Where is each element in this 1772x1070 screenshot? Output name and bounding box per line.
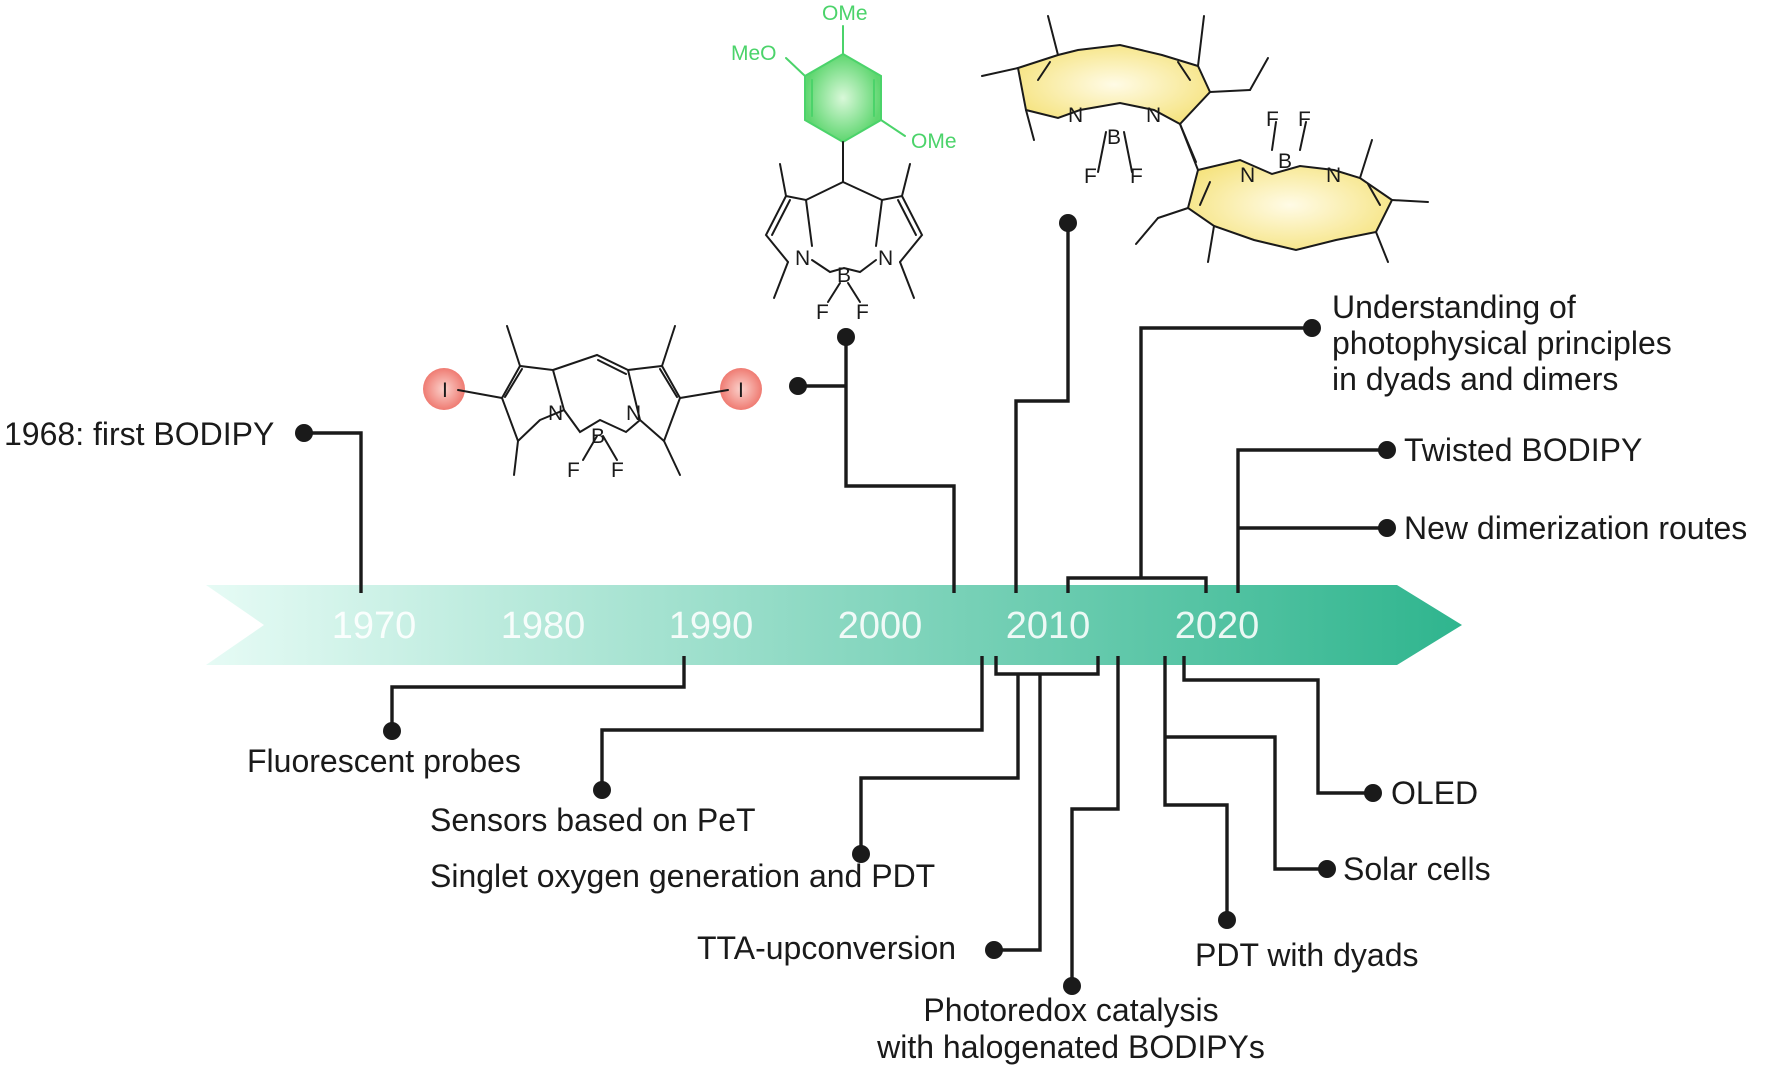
dot-pdt-dyads — [1218, 911, 1236, 929]
atom-f-right: F — [611, 459, 624, 482]
atom-f-dimer-2: F — [1130, 165, 1143, 188]
connector-first-bodipy — [304, 431, 363, 593]
molecule-bodipy-dimer: N N B F F N N B F F — [981, 15, 1429, 263]
year-label-1970: 1970 — [332, 605, 417, 647]
atom-b-aryl: B — [837, 264, 851, 287]
label-understanding-line2: photophysical principles — [1332, 325, 1672, 361]
dot-tta — [985, 941, 1003, 959]
aryl-ring — [804, 52, 882, 144]
dot-singlet-oxygen — [852, 845, 870, 863]
connector-photoredox — [1070, 656, 1120, 986]
connector-understanding — [1066, 576, 1208, 593]
dot-aryl-bodipy — [837, 328, 855, 346]
label-new-dimerization: New dimerization routes — [1404, 510, 1747, 546]
label-fluorescent-probes: Fluorescent probes — [247, 743, 521, 779]
atom-f-left: F — [567, 459, 580, 482]
year-label-2010: 2010 — [1006, 605, 1091, 647]
atom-f-right-aryl: F — [856, 301, 869, 324]
dimer-upper-core — [1016, 43, 1212, 126]
connector-solar-cells — [1165, 735, 1327, 871]
connector-singlet-oxygen — [859, 674, 1020, 854]
year-label-1990: 1990 — [669, 605, 754, 647]
dot-oled — [1364, 784, 1382, 802]
label-understanding-line1: Understanding of — [1332, 289, 1576, 325]
dot-solar-cells — [1318, 860, 1336, 878]
dot-first-bodipy — [295, 424, 313, 442]
atom-n-dimer-1: N — [1068, 104, 1083, 127]
label-photoredox-line2: with halogenated BODIPYs — [876, 1029, 1265, 1065]
timeline-arrow: 1970 1980 1990 2000 2010 2020 — [206, 585, 1462, 665]
atom-b-dimer-1: B — [1107, 126, 1121, 149]
atom-f-dimer-4: F — [1298, 108, 1311, 131]
timeline-arrow-body — [206, 585, 1462, 665]
label-oled: OLED — [1391, 775, 1478, 811]
atom-n-right-aryl: N — [878, 247, 893, 270]
dot-photoredox — [1063, 977, 1081, 995]
dot-sensors-pet — [593, 781, 611, 799]
label-photoredox-line1: Photoredox catalysis — [923, 992, 1218, 1028]
atom-iodine-left: I — [442, 379, 448, 402]
connector-sensors-pet — [600, 656, 984, 790]
connector-fluorescent-probes — [390, 656, 686, 731]
atom-n-dimer-4: N — [1326, 164, 1341, 187]
connector-pdt-dyads — [1163, 656, 1229, 920]
label-tta-upconversion: TTA-upconversion — [697, 930, 956, 966]
endpoint-dots — [295, 214, 1396, 995]
connector-lines — [304, 223, 1387, 986]
year-label-2020: 2020 — [1175, 605, 1260, 647]
label-sensors-pet: Sensors based on PeT — [430, 802, 756, 838]
atom-n-left: N — [548, 402, 563, 425]
atom-meo-left: MeO — [731, 42, 777, 65]
label-twisted-bodipy: Twisted BODIPY — [1404, 432, 1642, 468]
year-label-1980: 1980 — [501, 605, 586, 647]
connector-understanding-stem — [1139, 326, 1312, 578]
atom-f-dimer-1: F — [1084, 165, 1097, 188]
label-singlet-oxygen: Singlet oxygen generation and PDT — [430, 858, 935, 894]
atom-ome-top: OMe — [822, 2, 868, 25]
dot-iodo-bodipy — [789, 377, 807, 395]
connector-aryl-bodipy — [844, 337, 956, 593]
atom-ome-right: OMe — [911, 130, 957, 153]
atom-b-dimer-2: B — [1278, 150, 1292, 173]
dot-twisted — [1378, 441, 1396, 459]
atom-n-right: N — [626, 402, 641, 425]
label-pdt-dyads: PDT with dyads — [1195, 937, 1419, 973]
atom-f-left-aryl: F — [816, 301, 829, 324]
iodine-highlight-right — [720, 368, 762, 410]
connector-oled — [1182, 656, 1373, 795]
molecule-diiodo-bodipy: I I N N B F F — [423, 325, 762, 482]
atom-f-dimer-3: F — [1266, 108, 1279, 131]
label-first-bodipy: 1968: first BODIPY — [4, 416, 274, 452]
iodine-highlight-left — [423, 368, 465, 410]
atom-n-left-aryl: N — [795, 247, 810, 270]
connector-tta — [994, 674, 1042, 952]
molecule-aryl-bodipy: OMe MeO OMe N N B F F — [731, 2, 957, 324]
label-understanding-line3: in dyads and dimers — [1332, 361, 1618, 397]
atom-n-dimer-2: N — [1146, 104, 1161, 127]
dot-understanding — [1303, 319, 1321, 337]
dot-fluorescent-probes — [383, 722, 401, 740]
year-label-2000: 2000 — [838, 605, 923, 647]
label-solar-cells: Solar cells — [1343, 851, 1491, 887]
dot-dimerization — [1378, 519, 1396, 537]
connector-twisted — [1236, 448, 1387, 593]
atom-b: B — [591, 425, 605, 448]
dot-dimer — [1059, 214, 1077, 232]
connector-dimer — [1014, 223, 1070, 593]
dimer-lower-core — [1186, 158, 1394, 252]
connector-2010-bracket — [994, 656, 1100, 676]
event-labels: 1968: first BODIPY Understanding of phot… — [4, 289, 1747, 1065]
atom-iodine-right: I — [738, 379, 744, 402]
atom-n-dimer-3: N — [1240, 164, 1255, 187]
